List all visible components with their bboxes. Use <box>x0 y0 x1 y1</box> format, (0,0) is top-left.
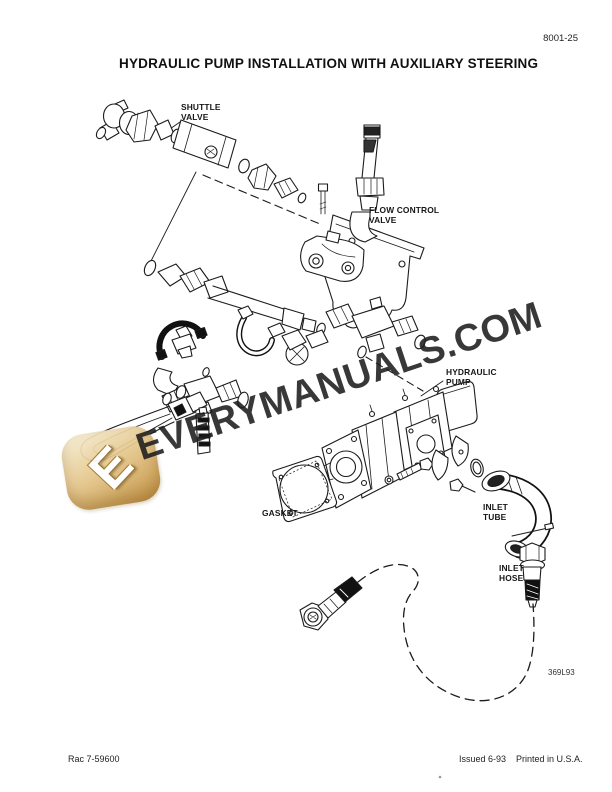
hydraulic-pump-drawing <box>312 381 478 509</box>
scan-speck <box>438 775 442 779</box>
gasket-drawing <box>272 455 338 523</box>
label-inlet-hose: INLET HOSE <box>499 563 524 583</box>
assembly-axis-lines <box>149 121 444 511</box>
label-gasket: GASKET <box>262 508 298 518</box>
bottom-hose-fitting-drawing <box>299 576 363 631</box>
logo-letter: E <box>77 435 145 501</box>
hose-fittings-drawing <box>143 259 426 366</box>
label-flow-control-valve: FLOW CONTROL VALVE <box>369 205 440 225</box>
footer-document-code: Rac 7-59600 <box>68 754 120 764</box>
inlet-hose-drawing <box>519 542 546 608</box>
footer-issued-date: Issued 6-93 <box>459 754 507 764</box>
flow-control-valve-drawing <box>300 230 365 282</box>
label-shuttle-valve: SHUTTLE VALVE <box>181 102 221 122</box>
page-number: 8001-25 <box>543 33 578 44</box>
shuttle-valve-drawing <box>95 99 307 204</box>
suction-hose-dashed-drawing <box>357 563 535 702</box>
label-inlet-tube: INLET TUBE <box>483 502 508 522</box>
footer-printed-in: Printed in U.S.A. <box>516 754 583 764</box>
pump-mounting-parts-drawing <box>384 435 484 493</box>
page-title: HYDRAULIC PUMP INSTALLATION WITH AUXILIA… <box>119 56 539 71</box>
figure-code: 369L93 <box>548 668 575 677</box>
left-hose-cluster-drawing <box>80 320 249 462</box>
label-hydraulic-pump: HYDRAULIC PUMP <box>446 367 497 387</box>
